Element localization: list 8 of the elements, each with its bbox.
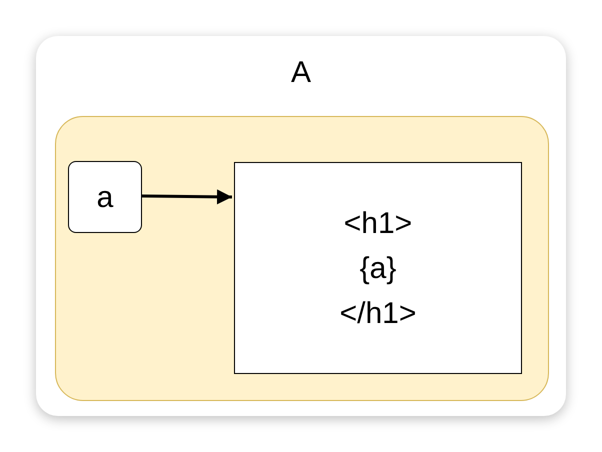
arrow <box>142 189 232 204</box>
content-box <box>234 162 522 374</box>
state-box <box>68 161 142 233</box>
group-panel <box>55 116 549 401</box>
title-label: A <box>290 56 312 90</box>
code-text: <h1> {a} </h1> <box>338 206 418 332</box>
node-label: a <box>96 180 114 216</box>
container-card <box>36 36 566 416</box>
